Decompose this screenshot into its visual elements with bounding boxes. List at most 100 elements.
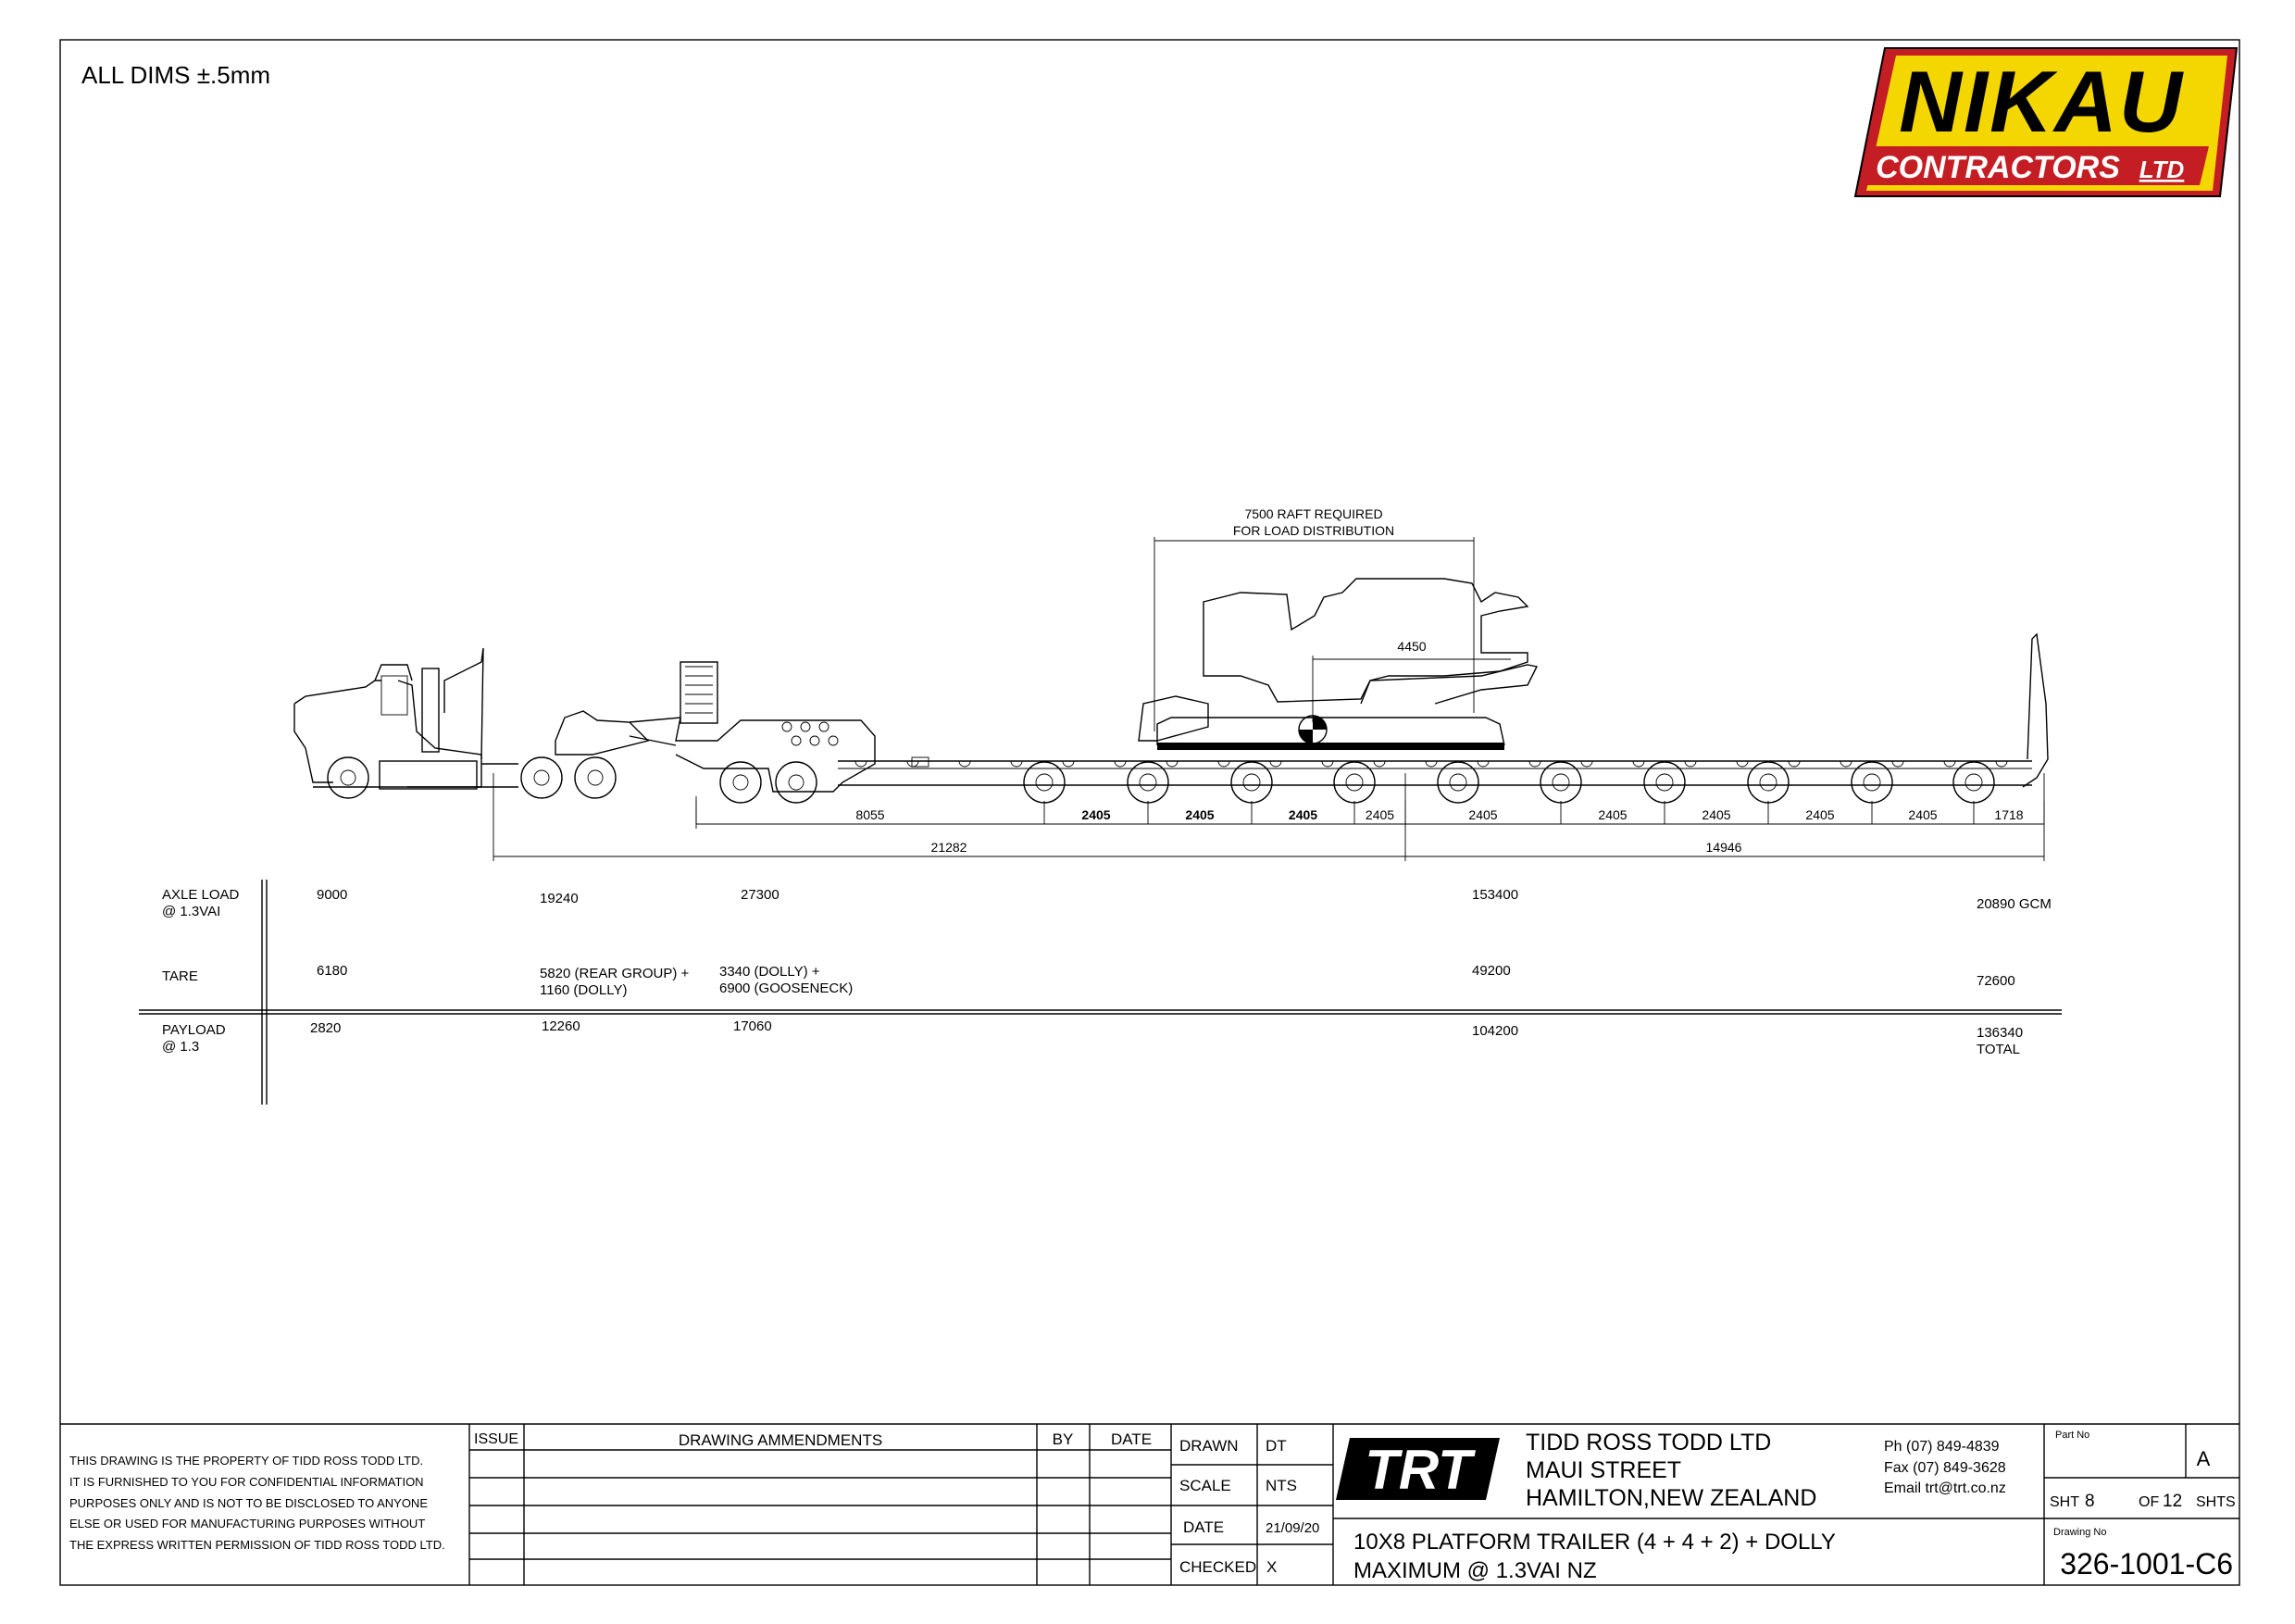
payload-dolly-gooseneck: 17060 <box>733 1018 772 1034</box>
dim-21282: 21282 <box>931 840 967 855</box>
raft-note-line-2: FOR LOAD DISTRIBUTION <box>1233 523 1394 538</box>
stake-pocket <box>958 760 971 768</box>
crane-boom-base <box>1360 664 1539 705</box>
payload-rear-group: 12260 <box>542 1018 580 1034</box>
trailer-wheel-hub <box>1345 773 1364 792</box>
axle-load-truck: 9000 <box>317 887 347 903</box>
stake-pocket <box>1891 760 1904 768</box>
stake-pocket <box>1166 760 1179 768</box>
amendments-header: DRAWING AMMENDMENTS <box>679 1431 882 1449</box>
gooseneck-outline <box>629 717 876 793</box>
dim-label: 2405 <box>1289 807 1317 822</box>
trailer-wheel-hub <box>1655 773 1674 792</box>
dim-label: 2405 <box>1908 807 1937 822</box>
load-table: AXLE LOAD @ 1.3VAI TARE PAYLOAD @ 1.3 90… <box>139 880 2062 1105</box>
dolly <box>555 710 677 756</box>
dolly-drawbar <box>629 735 677 746</box>
tare-rear-group: 5820 (REAR GROUP) + 1160 (DOLLY) <box>540 966 692 998</box>
truck-wheels <box>327 756 617 799</box>
payload-total: 136340 TOTAL <box>1977 1025 2027 1057</box>
rear-ramp <box>2022 632 2049 788</box>
drawn-value: DT <box>1266 1437 1287 1455</box>
row-label-tare: TARE <box>162 968 198 984</box>
dimension-chain: 21282 14946 <box>493 773 2045 861</box>
trailer-wheel-hub <box>1242 773 1261 792</box>
rear-ramp-outline <box>2022 632 2049 788</box>
dim-label: 2405 <box>1185 807 1214 822</box>
raft-note-line-1: 7500 RAFT REQUIRED <box>1244 506 1382 521</box>
drawing-no-label: Drawing No <box>2053 1527 2106 1538</box>
crane-counterweight-lower <box>1138 695 1209 742</box>
axle-load-gcm: 20890 GCM <box>1977 896 2052 912</box>
trt-logo-badge <box>1336 1438 1500 1500</box>
stake-pocket <box>1995 760 2008 768</box>
company-block: TRT TIDD ROSS TODD LTD MAUI STREET HAMIL… <box>1333 1424 2045 1585</box>
amendments-table: ISSUE DRAWING AMMENDMENTS BY DATE <box>468 1424 1172 1585</box>
company-contact: Ph (07) 849-4839 Fax (07) 849-3628 Email… <box>1884 1439 2010 1496</box>
truck-exhaust-stack <box>421 668 440 753</box>
raft-dimension: 7500 RAFT REQUIRED FOR LOAD DISTRIBUTION <box>1154 506 1475 731</box>
tare-total: 72600 <box>1977 973 2015 989</box>
trt-logo-text: TRT <box>1365 1439 1476 1501</box>
date-label: DATE <box>1183 1518 1224 1536</box>
truck-fairing <box>443 647 484 760</box>
payload-trailer: 104200 <box>1472 1023 1518 1039</box>
dim-label: 8055 <box>855 807 884 822</box>
scale-label: SCALE <box>1179 1477 1231 1494</box>
gooseneck-stack-lines <box>685 666 713 714</box>
drawing-number: 326-1001-C6 <box>2060 1547 2233 1580</box>
stake-pocket <box>1217 760 1230 768</box>
dolly-body <box>555 710 650 756</box>
stake-pocket <box>1373 760 1386 768</box>
trailer-wheel-hub <box>1863 773 1881 792</box>
logo-sub-text: CONTRACTORS <box>1876 150 2120 185</box>
scale-value: NTS <box>1266 1477 1297 1494</box>
stake-pocket <box>1580 760 1593 768</box>
crane-body <box>1203 578 1529 703</box>
drawing-number-block: Part No A SHT 8 OF 12 SHTS Drawing No 32… <box>2044 1424 2239 1580</box>
dim-label: 2405 <box>1805 807 1834 822</box>
crane-track <box>1156 717 1505 746</box>
crane-dimension: 4450 <box>1312 639 1511 722</box>
stake-pocket <box>1269 760 1282 768</box>
trailer-wheel-hub <box>1964 773 1983 792</box>
sheet-total: 12 <box>2163 1492 2182 1511</box>
stake-pocket <box>1425 760 1438 768</box>
stake-pocket <box>1062 760 1075 768</box>
trailer-wheel <box>1437 761 1479 804</box>
axle-load-dolly-gooseneck: 27300 <box>741 887 780 903</box>
revision-letter: A <box>2197 1447 2211 1470</box>
drawn-label: DRAWN <box>1179 1437 1239 1455</box>
part-no-label: Part No <box>2055 1430 2089 1441</box>
tare-truck: 6180 <box>317 963 347 979</box>
stake-pocket <box>1632 760 1645 768</box>
tolerance-note: ALL DIMS ±.5mm <box>81 61 270 89</box>
vehicle-drawing: 7500 RAFT REQUIRED FOR LOAD DISTRIBUTION… <box>293 506 2049 861</box>
stake-pocket <box>1321 760 1334 768</box>
crane-track-pad <box>1157 743 1504 750</box>
gooseneck-counterweight <box>680 661 718 724</box>
trailer-wheel-hub <box>1139 773 1157 792</box>
platform-deck <box>838 756 2032 786</box>
stake-pocket <box>1840 760 1852 768</box>
trailer-wheel-hub <box>1552 773 1570 792</box>
stake-pocket <box>854 760 867 768</box>
tare-trailer: 49200 <box>1472 963 1511 979</box>
crane-load <box>1138 578 1539 750</box>
dim-14946: 14946 <box>1706 840 1742 855</box>
gooseneck <box>629 661 876 793</box>
logo-suffix-text: LTD <box>2139 156 2185 183</box>
stake-pocket <box>1114 760 1127 768</box>
stake-pocket <box>906 760 919 768</box>
gooseneck-wheels <box>719 761 817 804</box>
sheet-label: SHT <box>2050 1494 2079 1510</box>
axle-load-trailer: 153400 <box>1472 887 1518 903</box>
stake-pocket <box>1684 760 1697 768</box>
dim-label: 2405 <box>1702 807 1730 822</box>
nikau-logo: NIKAU CONTRACTORS LTD <box>1853 47 2239 197</box>
dim-label: 2405 <box>1598 807 1627 822</box>
company-address: TIDD ROSS TODD LTD MAUI STREET HAMILTON,… <box>1526 1430 1816 1511</box>
row-label-payload: PAYLOAD @ 1.3 <box>162 1022 230 1055</box>
